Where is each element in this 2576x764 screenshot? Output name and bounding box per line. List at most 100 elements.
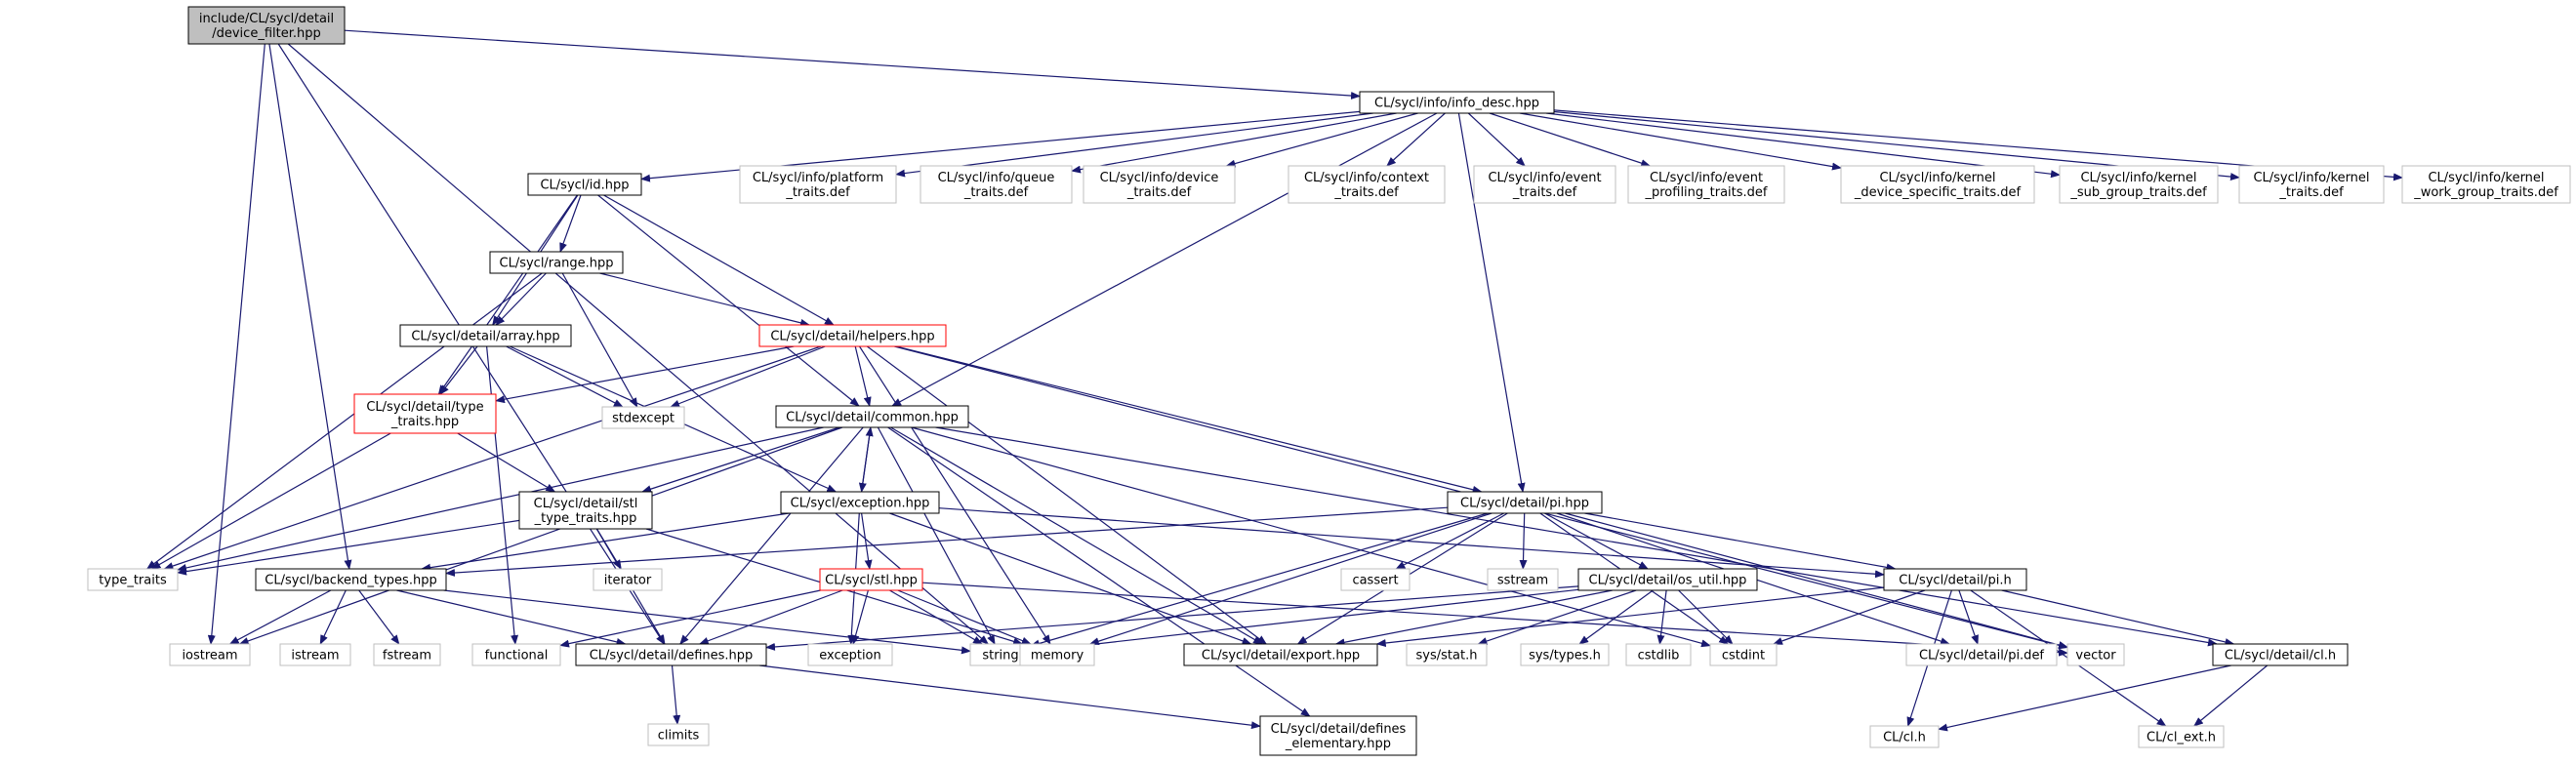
node-platform-traits[interactable]: CL/sycl/info/platform_traits.def bbox=[739, 165, 897, 204]
node-label: CL/sycl/info/info_desc.hpp bbox=[1374, 97, 1539, 111]
edge-info_desc-to-queue_traits bbox=[1071, 112, 1397, 174]
node-common-hpp[interactable]: CL/sycl/detail/common.hpp bbox=[775, 405, 969, 428]
node-fstream[interactable]: fstream bbox=[373, 643, 441, 666]
node-stl-hpp[interactable]: CL/sycl/stl.hpp bbox=[819, 568, 923, 591]
node-iterator[interactable]: iterator bbox=[593, 568, 663, 591]
node-type-traits-hpp[interactable]: CL/sycl/detail/type_traits.hpp bbox=[353, 393, 497, 434]
edge-range_hpp-to-stdexcept bbox=[561, 272, 638, 408]
node-device-filter[interactable]: include/CL/sycl/detail/device_filter.hpp bbox=[187, 6, 346, 45]
edge-pi_hpp-to-cassert bbox=[1395, 512, 1504, 570]
node-kernel-device-specific-traits[interactable]: CL/sycl/info/kernel_device_specific_trai… bbox=[1840, 165, 2035, 204]
node-info-desc[interactable]: CL/sycl/info/info_desc.hpp bbox=[1359, 91, 1555, 114]
node-exception[interactable]: exception bbox=[807, 643, 893, 666]
edge-layer bbox=[145, 29, 2403, 732]
node-box bbox=[1083, 165, 1236, 204]
node-export-hpp[interactable]: CL/sycl/detail/export.hpp bbox=[1183, 643, 1378, 666]
node-label: CL/sycl/info/kernel bbox=[2080, 171, 2196, 185]
node-functional[interactable]: functional bbox=[471, 643, 561, 666]
edge-stl_hpp-to-exception bbox=[851, 589, 869, 645]
node-cstdint[interactable]: cstdint bbox=[1709, 643, 1778, 666]
node-helpers-hpp[interactable]: CL/sycl/detail/helpers.hpp bbox=[758, 324, 947, 347]
node-label: _traits.hpp bbox=[390, 415, 459, 429]
node-box bbox=[1520, 643, 1610, 666]
node-stdexcept[interactable]: stdexcept bbox=[601, 406, 685, 429]
node-label: CL/sycl/detail/defines bbox=[1271, 722, 1407, 737]
node-cl-hpp[interactable]: CL/sycl/detail/cl.h bbox=[2212, 643, 2349, 666]
node-stl-type-traits[interactable]: CL/sycl/detail/stl_type_traits.hpp bbox=[518, 491, 653, 530]
edge-pi_hpp-to-pi_h bbox=[1584, 512, 1897, 572]
node-label: type_traits bbox=[99, 574, 167, 588]
node-defines-hpp[interactable]: CL/sycl/detail/defines.hpp bbox=[575, 643, 767, 666]
edge-stl_hpp-to-functional bbox=[559, 589, 821, 648]
node-sys-stat[interactable]: sys/stat.h bbox=[1406, 643, 1488, 666]
node-box bbox=[373, 643, 441, 666]
node-os-util[interactable]: CL/sycl/detail/os_util.hpp bbox=[1577, 568, 1758, 591]
edge-device_filter-to-backend_types bbox=[268, 43, 352, 570]
node-label: CL/sycl/stl.hpp bbox=[825, 574, 918, 588]
node-label: CL/sycl/detail/stl bbox=[534, 497, 638, 511]
node-range-hpp[interactable]: CL/sycl/range.hpp bbox=[489, 251, 624, 274]
edge-info_desc-to-pi_hpp bbox=[1457, 112, 1526, 493]
node-pi-h[interactable]: CL/sycl/detail/pi.h bbox=[1883, 568, 2027, 591]
node-exception-hpp[interactable]: CL/sycl/exception.hpp bbox=[780, 491, 940, 514]
node-label: /device_filter.hpp bbox=[212, 26, 321, 41]
node-box bbox=[819, 568, 923, 591]
node-climits[interactable]: climits bbox=[647, 723, 710, 746]
node-label: CL/sycl/detail/defines.hpp bbox=[590, 649, 754, 663]
node-context-traits[interactable]: CL/sycl/info/context_traits.def bbox=[1288, 165, 1446, 204]
node-label: sstream bbox=[1497, 574, 1548, 588]
node-id-hpp[interactable]: CL/sycl/id.hpp bbox=[527, 173, 642, 196]
node-device-traits[interactable]: CL/sycl/info/device_traits.def bbox=[1083, 165, 1236, 204]
node-label: CL/sycl/detail/pi.def bbox=[1919, 649, 2044, 663]
node-label: CL/sycl/detail/common.hpp bbox=[786, 411, 959, 425]
node-cstdlib[interactable]: cstdlib bbox=[1625, 643, 1692, 666]
node-string[interactable]: string bbox=[969, 643, 1032, 666]
node-label: CL/sycl/info/event bbox=[1488, 171, 1601, 185]
node-box bbox=[1359, 91, 1555, 114]
node-box bbox=[1883, 568, 2027, 591]
edge-info_desc-to-event_traits bbox=[1467, 112, 1526, 167]
node-vector[interactable]: vector bbox=[2066, 643, 2125, 666]
edge-cl_hpp-to-cl_h bbox=[1938, 664, 2231, 732]
edge-info_desc-to-platform_traits bbox=[895, 112, 1373, 178]
edge-info_desc-to-context_traits bbox=[1386, 112, 1446, 167]
node-label: _traits.def bbox=[785, 185, 850, 200]
edge-pi_hpp-to-string bbox=[1030, 512, 1489, 648]
node-label: memory bbox=[1031, 649, 1084, 663]
edge-info_desc-to-event_profiling_traits bbox=[1489, 112, 1652, 167]
edge-device_filter-to-iostream bbox=[207, 43, 266, 645]
node-queue-traits[interactable]: CL/sycl/info/queue_traits.def bbox=[920, 165, 1073, 204]
node-label: CL/sycl/info/kernel bbox=[2253, 171, 2369, 185]
node-pi-hpp[interactable]: CL/sycl/detail/pi.hpp bbox=[1447, 491, 1603, 514]
edge-stl_hpp-to-memory bbox=[897, 589, 1032, 645]
node-event-profiling-traits[interactable]: CL/sycl/info/event_profiling_traits.def bbox=[1627, 165, 1785, 204]
node-kernel-work-group-traits[interactable]: CL/sycl/info/kernel_work_group_traits.de… bbox=[2401, 165, 2571, 204]
edge-pi_hpp-to-os_util bbox=[1544, 512, 1649, 570]
node-cl-h[interactable]: CL/cl.h bbox=[1869, 725, 1940, 748]
node-sys-types[interactable]: sys/types.h bbox=[1520, 643, 1610, 666]
node-sstream[interactable]: sstream bbox=[1487, 568, 1559, 591]
node-kernel-sub-group-traits[interactable]: CL/sycl/info/kernel_sub_group_traits.def bbox=[2059, 165, 2219, 204]
node-label: CL/cl_ext.h bbox=[2147, 731, 2216, 745]
node-box bbox=[255, 568, 447, 591]
node-cassert[interactable]: cassert bbox=[1340, 568, 1411, 591]
node-defines-elementary[interactable]: CL/sycl/detail/defines_elementary.hpp bbox=[1259, 715, 1417, 756]
node-kernel-traits[interactable]: CL/sycl/info/kernel_traits.def bbox=[2238, 165, 2385, 204]
node-label: include/CL/sycl/detail bbox=[199, 12, 334, 26]
node-type-traits[interactable]: type_traits bbox=[87, 568, 179, 591]
node-label: CL/sycl/info/queue bbox=[938, 171, 1055, 185]
node-label: climits bbox=[658, 729, 700, 744]
node-box bbox=[279, 643, 351, 666]
node-iostream[interactable]: iostream bbox=[169, 643, 251, 666]
node-pi-def[interactable]: CL/sycl/detail/pi.def bbox=[1905, 643, 2058, 666]
node-box bbox=[2238, 165, 2385, 204]
node-box bbox=[187, 6, 346, 45]
node-array-hpp[interactable]: CL/sycl/detail/array.hpp bbox=[399, 324, 572, 347]
node-memory[interactable]: memory bbox=[1019, 643, 1095, 666]
edge-range_hpp-to-helpers_hpp bbox=[599, 272, 810, 327]
node-istream[interactable]: istream bbox=[279, 643, 351, 666]
node-event-traits[interactable]: CL/sycl/info/event_traits.def bbox=[1473, 165, 1616, 204]
node-cl-ext-h[interactable]: CL/cl_ext.h bbox=[2138, 725, 2225, 748]
node-backend-types[interactable]: CL/sycl/backend_types.hpp bbox=[255, 568, 447, 591]
node-box bbox=[2401, 165, 2571, 204]
